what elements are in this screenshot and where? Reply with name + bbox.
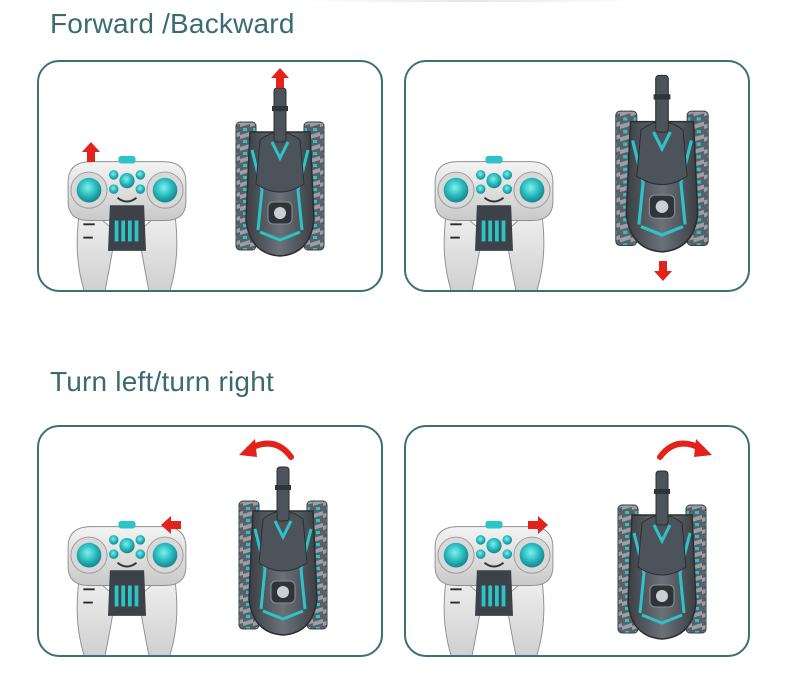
panel-backward — [404, 60, 750, 292]
remote-controller — [434, 519, 554, 655]
control-arrow-up-icon — [82, 142, 100, 162]
tank-top-view — [234, 86, 326, 258]
remote-controller — [67, 519, 187, 655]
remote-controller — [434, 154, 554, 290]
tank-arrow-down-icon — [654, 261, 672, 281]
panel-forward — [37, 60, 383, 292]
section-title-forward-backward: Forward /Backward — [50, 8, 295, 39]
panel-turn-right — [404, 425, 750, 657]
tank-top-view — [616, 469, 708, 641]
tank-top-view — [237, 465, 329, 637]
rotate-left-arrow-icon — [239, 439, 291, 457]
rotate-right-arrow-icon — [660, 439, 712, 457]
top-divider — [300, 0, 640, 2]
section-title-turn: Turn left/turn right — [50, 366, 274, 397]
tank-top-view — [614, 73, 710, 254]
panel-turn-left — [37, 425, 383, 657]
tank-arrow-up-icon — [271, 68, 289, 88]
remote-controller — [67, 154, 187, 290]
